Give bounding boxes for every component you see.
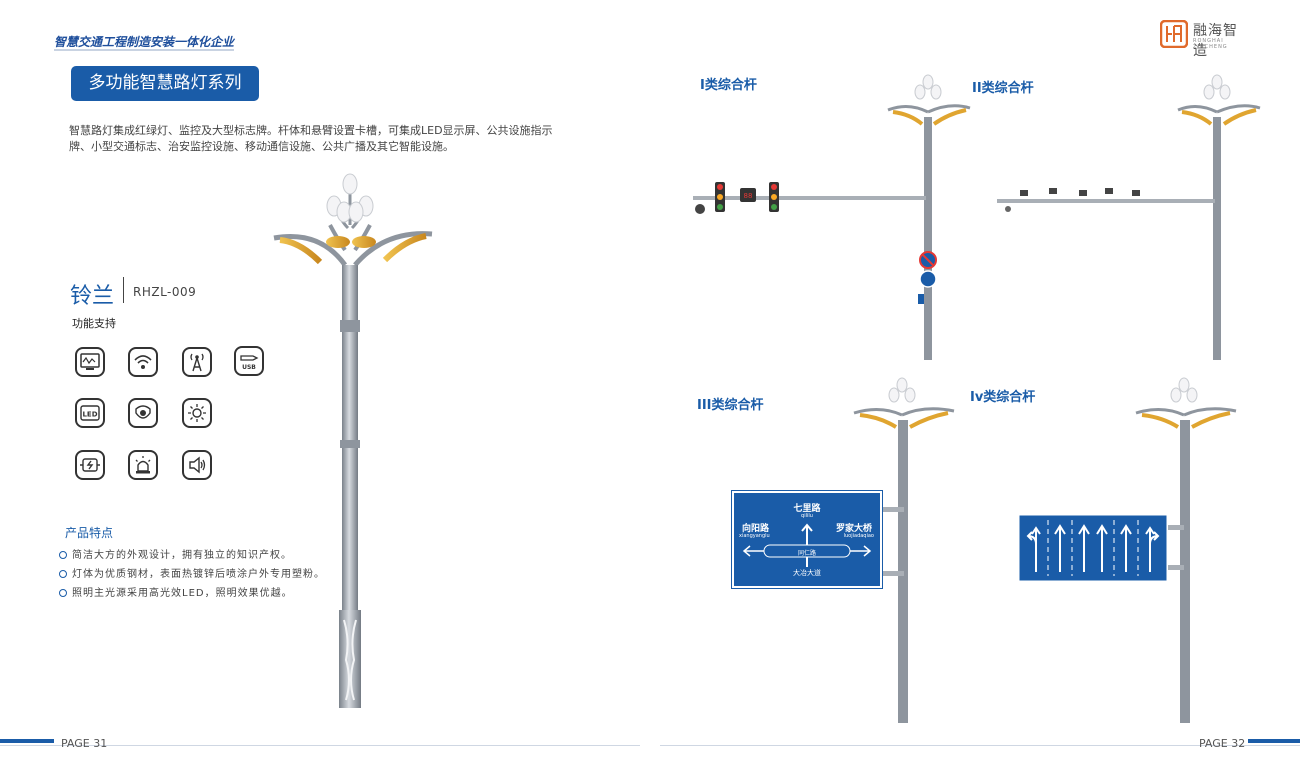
logo-text: 融海智造 [1193, 23, 1238, 59]
sign-arrows-icon [742, 523, 872, 567]
type-4-pole-illustration [1135, 377, 1237, 723]
type-label-4: Iv类综合杆 [970, 390, 1036, 405]
type-label-3: III类综合杆 [697, 398, 764, 413]
svg-text:LED: LED [82, 411, 97, 419]
feature-item: 照明主光源采用高光效LED，照明效果优越。 [59, 584, 293, 599]
page-number-left: PAGE 31 [61, 737, 108, 750]
page-number-right: PAGE 32 [1199, 737, 1246, 750]
sign-right-pinyin: luojiadaqiao [843, 533, 874, 539]
road-guide-sign: 七里路 qililu 向阳路 xiangyanglu 罗家大桥 luojiada… [731, 490, 883, 589]
footer-line-left [0, 745, 640, 746]
antenna-icon [182, 347, 212, 377]
bullet-icon [59, 551, 67, 559]
display-icon [75, 347, 105, 377]
svg-text:88: 88 [744, 192, 753, 200]
logo-subtext: RONGHAI ZHICHENG [1193, 38, 1228, 50]
camera-icon [128, 398, 158, 428]
company-logo: 融海智造 RONGHAI ZHICHENG [1160, 20, 1250, 59]
sign-bottom-road: 大冶大道 [793, 569, 821, 577]
name-divider [123, 277, 124, 303]
footer-accent-right [1248, 739, 1300, 743]
alarm-light-icon [128, 450, 158, 480]
sign-middle-road: 同仁路 [797, 550, 816, 557]
light-icon [182, 398, 212, 428]
tagline: 智慧交通工程制造安装一体化企业 [54, 35, 235, 49]
tagline-underline [54, 49, 234, 51]
bullet-icon [59, 570, 67, 578]
sign-top-pinyin: qililu [801, 513, 813, 519]
logo-mark-icon [1160, 20, 1188, 48]
svg-text:USB: USB [242, 364, 256, 371]
sign-left-road: 向阳路 [742, 524, 770, 534]
feature-item: 简洁大方的外观设计，拥有独立的知识产权。 [59, 546, 292, 561]
bullet-icon [59, 589, 67, 597]
lane-guide-sign [1018, 514, 1168, 582]
sign-top-road: 七里路 [793, 504, 821, 514]
product-description: 智慧路灯集成红绿灯、监控及大型标志牌。杆体和悬臂设置卡槽，可集成LED显示屏、公… [69, 124, 553, 153]
footer-line-right [660, 745, 1300, 746]
series-title: 多功能智慧路灯系列 [71, 66, 259, 101]
speaker-icon [182, 450, 212, 480]
product-model: RHZL-009 [133, 285, 197, 299]
type-label-1: I类综合杆 [700, 78, 757, 93]
functions-title: 功能支持 [72, 317, 116, 330]
type-1-pole-illustration: 88 [693, 74, 971, 360]
feature-item: 灯体为优质钢材，表面热镀锌后喷涂户外专用塑粉。 [59, 565, 325, 580]
charger-icon [75, 450, 105, 480]
type-label-2: II类综合杆 [972, 81, 1034, 96]
features-title: 产品特点 [65, 526, 114, 540]
usb-icon: USB [234, 346, 264, 376]
sign-left-pinyin: xiangyanglu [739, 533, 770, 539]
led-icon: LED [75, 398, 105, 428]
sign-right-road: 罗家大桥 [835, 524, 872, 534]
wifi-icon [128, 347, 158, 377]
type-2-pole-illustration [997, 74, 1261, 360]
product-name: 铃兰 [70, 284, 115, 309]
type-3-pole-illustration [853, 377, 955, 723]
street-lamp-illustration [273, 173, 433, 708]
footer-accent-left [0, 739, 54, 743]
